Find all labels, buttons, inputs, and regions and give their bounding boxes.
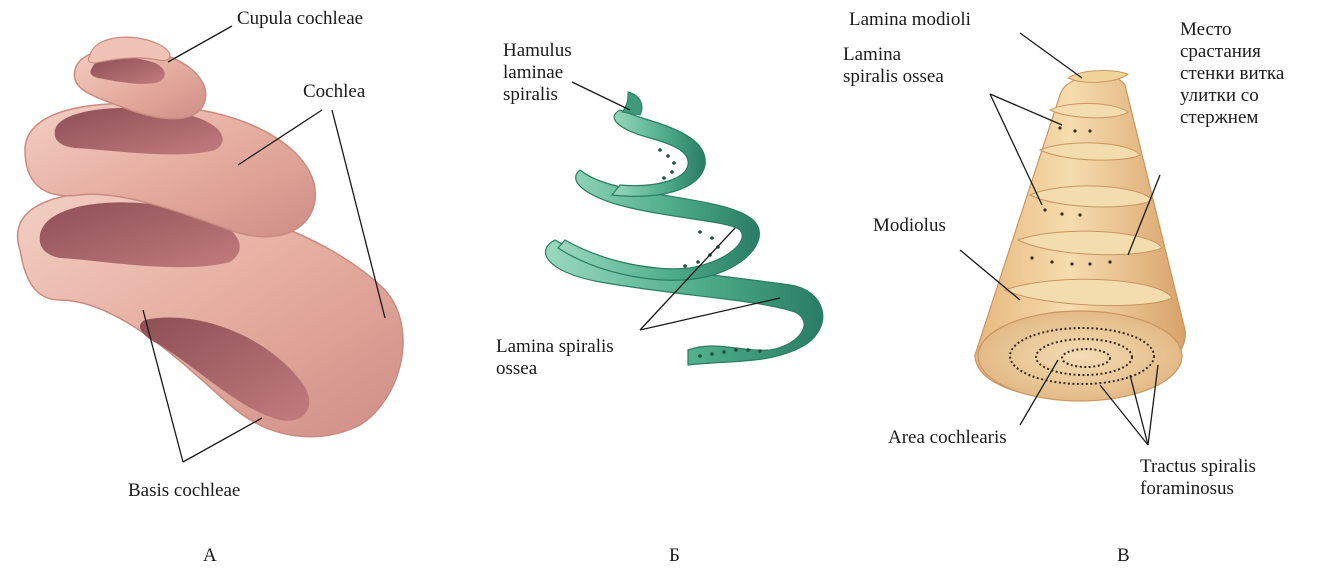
label-mesto-srastaniya: Место срастания стенки витка улитки со с…	[1180, 19, 1284, 129]
label-area-cochlearis: Area cochlearis	[888, 427, 1007, 449]
leader-lamina-spiralis-2	[990, 94, 1042, 205]
panel-letter-c: В	[1117, 545, 1130, 567]
label-tractus-spiralis-foraminosus: Tractus spiralis foraminosus	[1140, 456, 1256, 500]
label-lamina-spiralis-ossea-b: Lamina spiralis ossea	[496, 336, 614, 380]
label-modiolus: Modiolus	[873, 215, 946, 237]
label-lamina-spiralis-ossea-c: Lamina spiralis ossea	[843, 44, 944, 88]
lamina-spiralis-illustration	[545, 92, 822, 365]
spiral-ribbon-upper	[612, 110, 705, 196]
modiolus-base	[978, 311, 1182, 401]
leader-cupula	[168, 26, 232, 62]
leader-basis-2	[183, 418, 262, 462]
label-cupula-cochleae: Cupula cochleae	[237, 8, 363, 30]
label-lamina-modioli: Lamina modioli	[849, 9, 971, 31]
leader-lamina-modioli	[1020, 33, 1082, 78]
panel-letter-b: Б	[669, 545, 680, 567]
leader-hamulus	[572, 82, 630, 110]
leader-lamina-2	[640, 298, 780, 330]
panel-letter-a: А	[203, 545, 217, 567]
spiral-hamulus-tip	[622, 92, 642, 115]
modiolus-illustration	[975, 71, 1185, 401]
label-hamulus-laminae-spiralis: Hamulus laminae spiralis	[503, 40, 572, 106]
label-basis-cochleae: Basis cochleae	[128, 480, 240, 502]
label-cochlea: Cochlea	[303, 81, 365, 103]
